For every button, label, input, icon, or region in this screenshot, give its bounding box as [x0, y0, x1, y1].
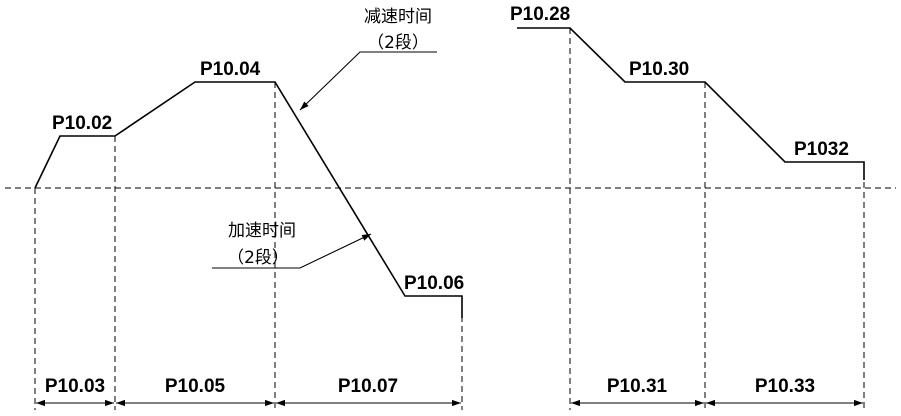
- label-p1007: P10.07: [338, 376, 398, 397]
- label-p1005: P10.05: [165, 376, 226, 397]
- label-p1030: P10.30: [629, 59, 689, 80]
- label-p1033: P10.33: [755, 376, 815, 397]
- label-p1032: P1032: [794, 139, 849, 160]
- label-p1002: P10.02: [52, 113, 112, 134]
- label-p1006: P10.06: [404, 273, 464, 294]
- decel-annotation-line2: （2段）: [367, 33, 429, 53]
- accel-annotation-line2: （2段）: [227, 248, 289, 268]
- decel-annotation-line1: 减速时间: [364, 7, 432, 27]
- label-p1028: P10.28: [510, 4, 570, 25]
- label-p1004: P10.04: [200, 59, 261, 80]
- label-p1003: P10.03: [45, 376, 105, 397]
- right-speed-profile: [517, 27, 865, 180]
- label-p1031: P10.31: [607, 376, 668, 397]
- accel-annotation-line1: 加速时间: [228, 221, 296, 241]
- accel-leader-line: [212, 233, 372, 269]
- decel-leader-line: [299, 51, 437, 111]
- left-speed-profile: [34, 81, 463, 318]
